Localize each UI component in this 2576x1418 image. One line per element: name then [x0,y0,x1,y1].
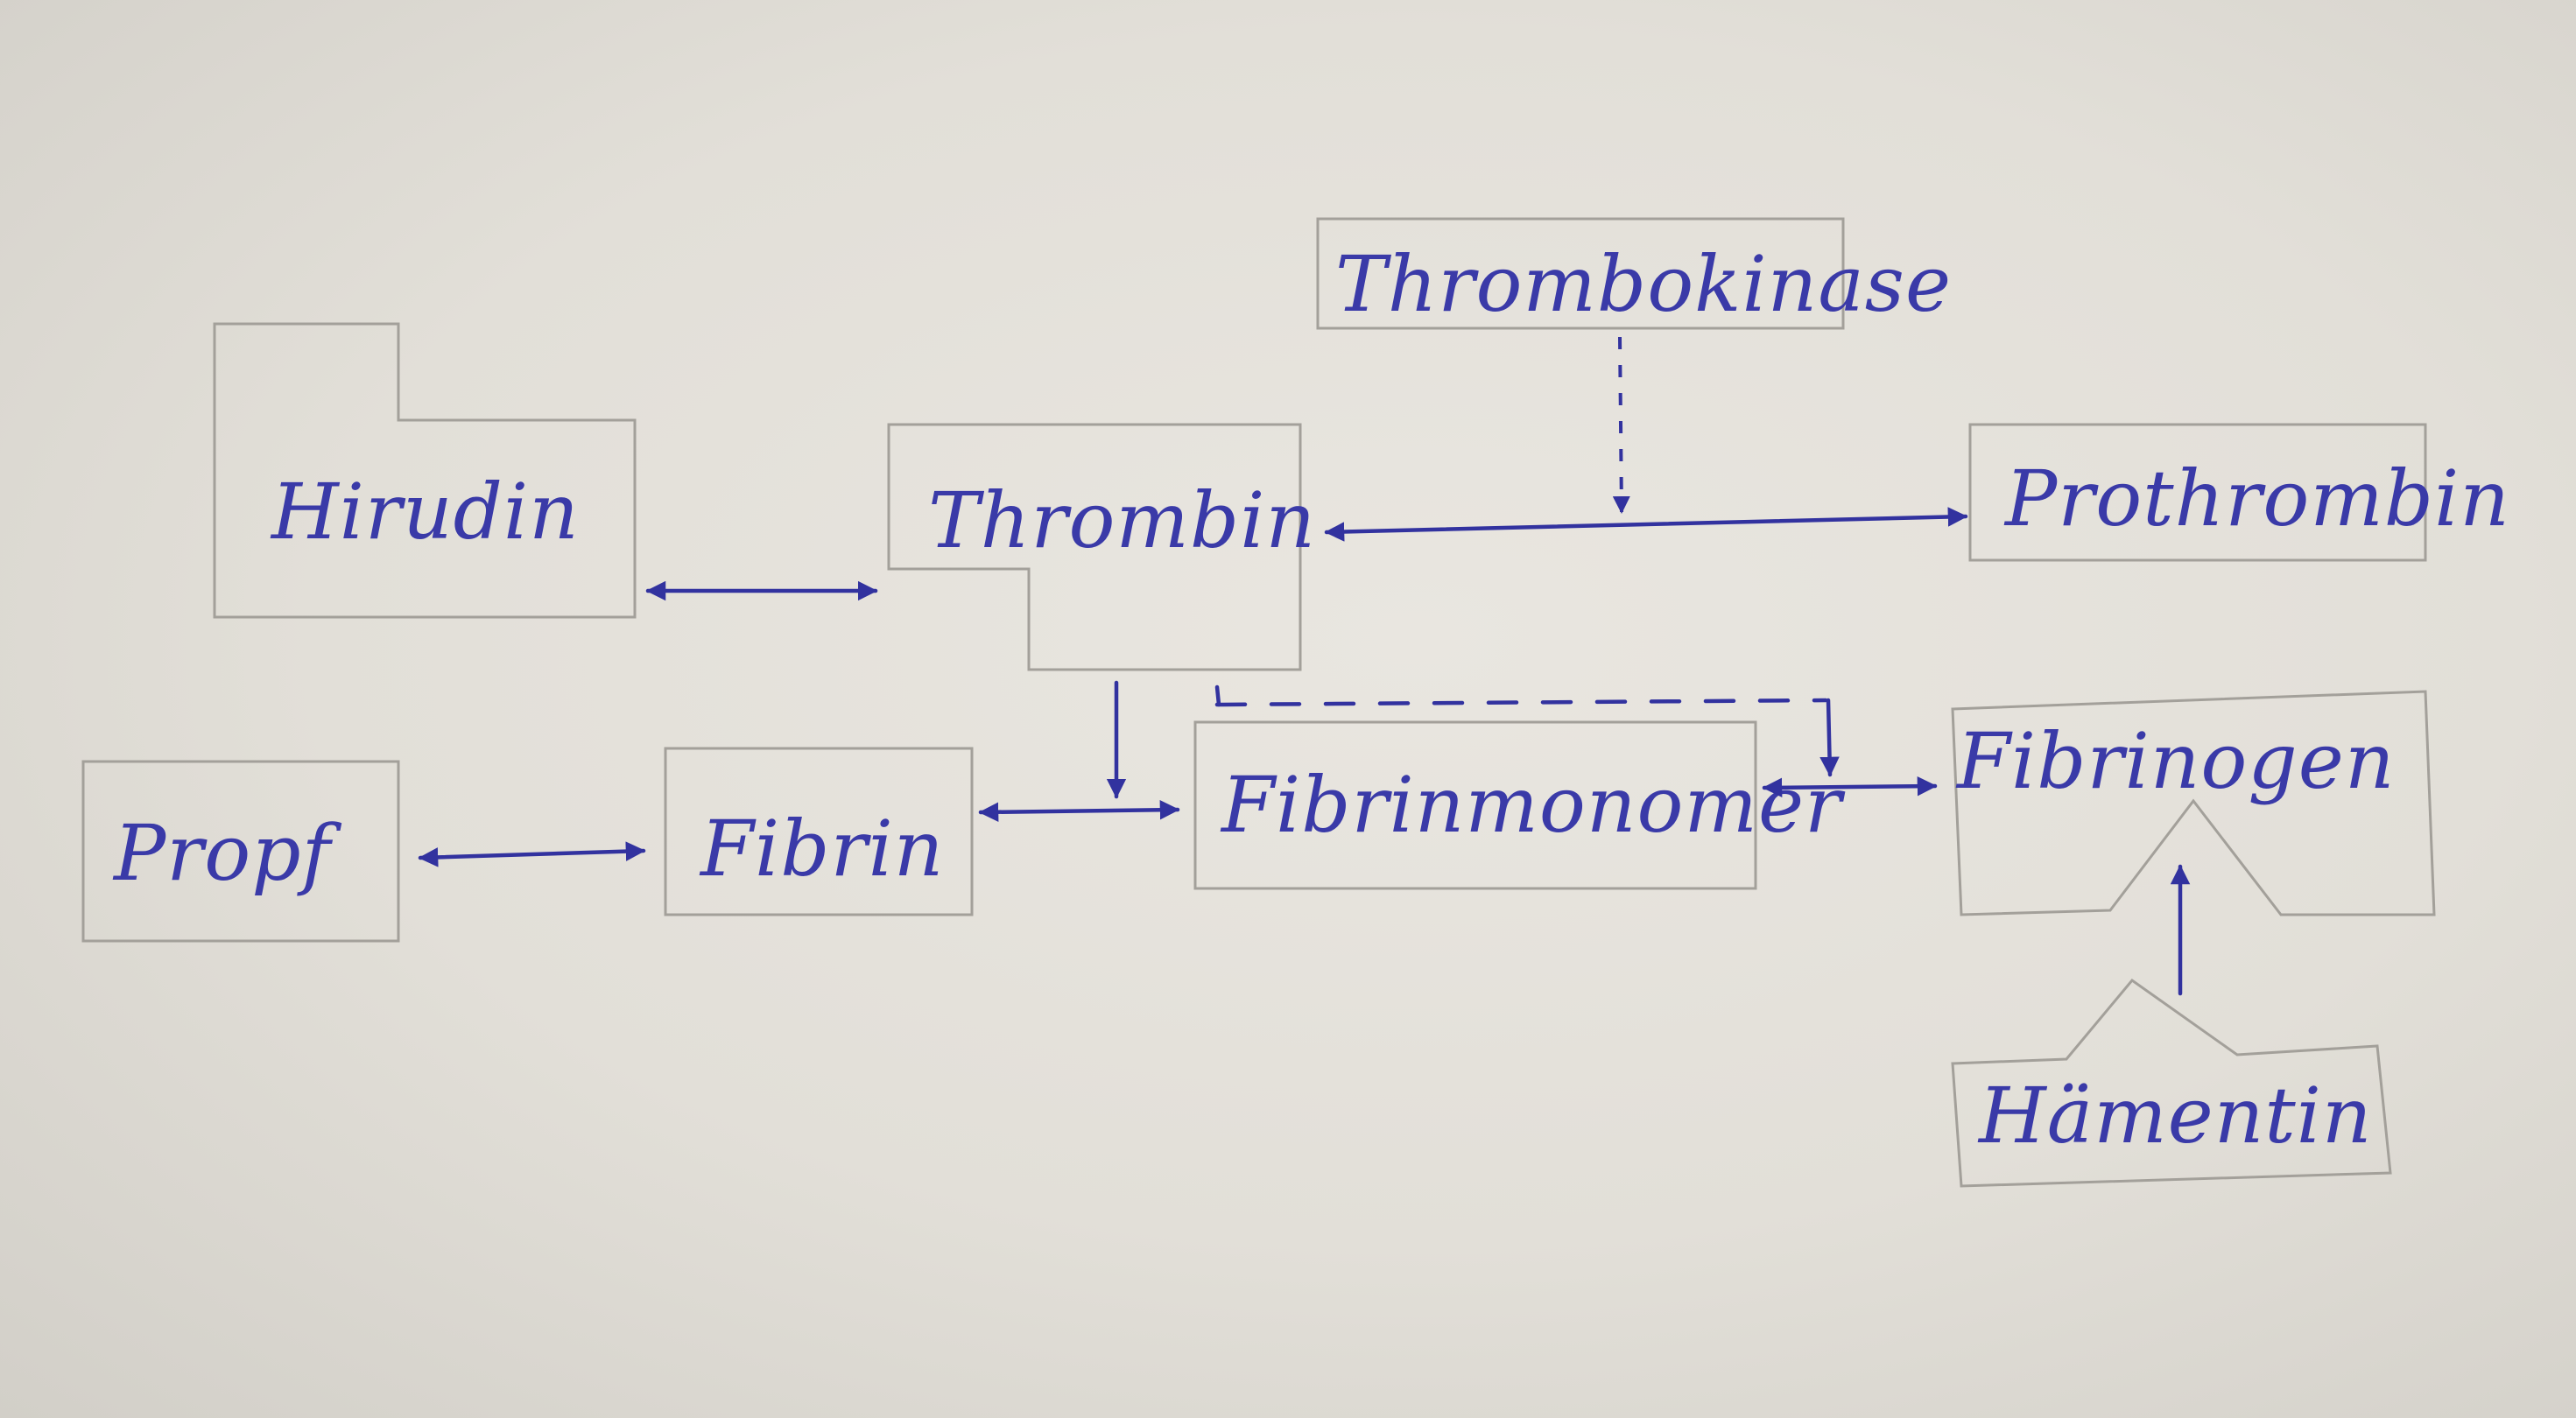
arrow-fibrin-fibrinmonomer [978,800,1180,822]
node-fibrinmonomer-label: Fibrinmonomer [1220,760,1846,850]
node-fibrinogen: Fibrinogen [1951,690,2436,916]
arrow-feedback-down [1819,698,1840,777]
arrow-propf-fibrin [418,841,646,867]
node-thrombokinase: Thrombokinase [1316,217,1952,330]
node-haementin-label: Hämentin [1977,1071,2373,1161]
node-propf: Propf [81,760,400,943]
node-fibrin-label: Fibrin [699,804,944,894]
node-fibrinmonomer: Fibrinmonomer [1193,720,1846,890]
node-hirudin: Hirudin [213,322,637,619]
node-haementin: Hämentin [1951,978,2392,1188]
node-thrombin: Thrombin [887,423,1316,671]
dashed-feedback-tick [1214,684,1221,707]
node-fibrinogen-label: Fibrinogen [1955,716,2396,806]
arrow-thrombokinase-dashed [1612,336,1630,514]
node-propf-label: Propf [112,808,342,898]
node-hirudin-label: Hirudin [270,467,580,557]
dashed-feedback-line [1214,698,1828,707]
node-thrombokinase-label: Thrombokinase [1335,239,1952,329]
node-prothrombin-label: Prothrombin [2003,453,2510,544]
node-prothrombin: Prothrombin [1968,423,2510,562]
node-thrombin-label: Thrombin [928,475,1316,565]
arrow-fibrinmonomer-fibrinogen [1762,776,1938,798]
node-fibrin: Fibrin [664,747,974,916]
arrow-thrombin-prothrombin [1324,507,1968,542]
